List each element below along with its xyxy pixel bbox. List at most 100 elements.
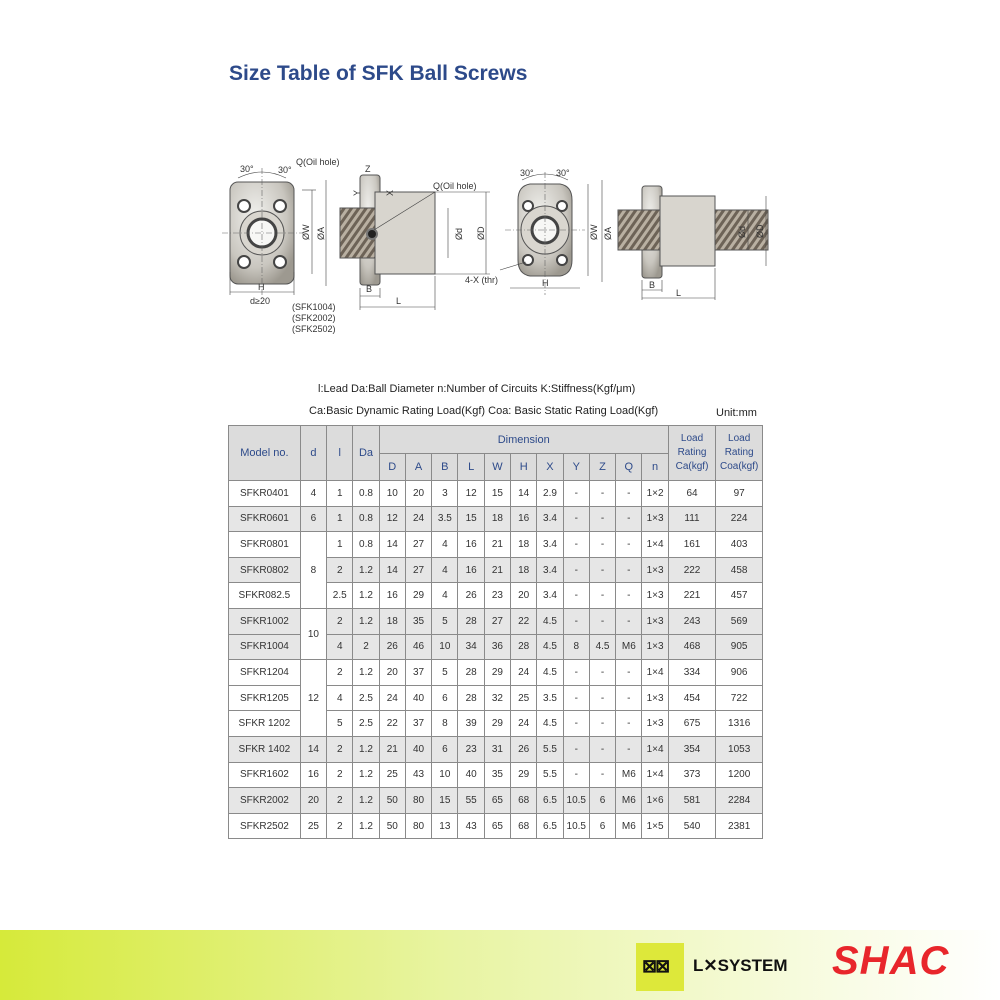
cell-model: SFKR1004 (228, 633, 301, 661)
cell-model: SFKR0601 (228, 505, 301, 533)
cell-dimension: - (562, 710, 590, 737)
cell-load-ca: 243 (667, 607, 717, 635)
cell-dimension: 37 (404, 710, 433, 737)
cell-load-coa: 2284 (715, 787, 763, 814)
cell-dimension: 26 (510, 735, 538, 763)
header-dimension: Dimension (378, 425, 669, 454)
header-load-ca-line: Ca(kgf) (675, 461, 709, 472)
header-dim-l: L (457, 453, 485, 481)
cell-dimension: 12 (378, 505, 406, 533)
cell-model: SFKR 1402 (228, 735, 301, 763)
cell-dimension: 4.5 (536, 659, 564, 686)
cell-model: SFKR082.5 (228, 582, 301, 609)
cell-load-ca: 64 (667, 480, 717, 507)
cell-lead: 1 (326, 505, 354, 533)
cell-load-coa: 224 (715, 505, 763, 533)
cell-dimension: 40 (457, 761, 485, 789)
cell-ball-diameter: 1.2 (352, 556, 380, 584)
cell-ball-diameter: 1.2 (352, 659, 380, 686)
cell-dimension: 23 (483, 582, 512, 609)
cell-dimension: 5.5 (536, 761, 564, 789)
cell-lead: 2 (326, 735, 354, 763)
cell-dimension: 6 (431, 735, 459, 763)
header-model: Model no. (228, 425, 301, 481)
cell-lead: 4 (326, 684, 354, 712)
cell-dimension: 80 (404, 787, 433, 814)
cell-dimension: 28 (457, 684, 485, 712)
header-load-coa: Load Rating Coa(kgf) (715, 425, 763, 481)
legend-line-2: Ca:Basic Dynamic Rating Load(Kgf) Coa: B… (309, 405, 659, 417)
angle-label-4: 30° (556, 168, 570, 178)
cell-d: 4 (299, 480, 328, 507)
cell-lead: 2 (326, 659, 354, 686)
cell-load-ca: 334 (667, 659, 717, 686)
cell-dimension: 1×3 (641, 633, 669, 661)
cell-model: SFKR2002 (228, 787, 301, 814)
cell-dimension: 3.4 (536, 505, 564, 533)
cell-dimension: 18 (510, 556, 538, 584)
flange-front-view-2 (499, 172, 603, 295)
cell-lead: 2 (326, 787, 354, 814)
header-load-ca-line: Load (680, 433, 704, 444)
cell-dimension: 6.5 (536, 787, 564, 814)
dd-label-2: ØD (755, 224, 765, 238)
cell-dimension: 1×3 (641, 582, 669, 609)
cell-dimension: 3.4 (536, 556, 564, 584)
cell-dimension: 21 (483, 556, 512, 584)
cell-load-coa: 97 (715, 480, 763, 507)
header-dim-z: Z (588, 453, 617, 481)
cell-dimension: 25 (378, 761, 406, 789)
cell-dimension: - (588, 735, 617, 763)
cell-dimension: 6 (588, 812, 617, 840)
b-label-1: B (366, 284, 372, 294)
cell-dimension: 40 (404, 735, 433, 763)
cell-model: SFKR0401 (228, 480, 301, 507)
cell-dimension: 5 (431, 659, 459, 686)
cell-dimension: - (615, 684, 643, 712)
models-label-3: (SFK2502) (292, 324, 336, 334)
cell-dimension: 25 (510, 684, 538, 712)
cell-lead: 1 (326, 531, 354, 558)
cell-dimension: 80 (404, 812, 433, 840)
cell-ball-diameter: 0.8 (352, 480, 380, 507)
cell-dimension: 4 (431, 556, 459, 584)
y-label: Y (352, 190, 362, 196)
cell-dimension: 10 (431, 761, 459, 789)
cell-load-coa: 403 (715, 531, 763, 558)
cell-d: 25 (299, 812, 328, 840)
cell-dimension: - (588, 505, 617, 533)
cell-load-ca: 373 (667, 761, 717, 789)
cell-dimension: 15 (457, 505, 485, 533)
nut-side-view-1 (339, 174, 490, 310)
cell-load-coa: 906 (715, 659, 763, 686)
cell-dimension: 15 (483, 480, 512, 507)
cell-dimension: - (615, 582, 643, 609)
cell-load-ca: 675 (667, 710, 717, 737)
cell-dimension: 50 (378, 812, 406, 840)
cell-dimension: 22 (510, 607, 538, 635)
cell-dimension: - (588, 761, 617, 789)
cell-dimension: 35 (404, 607, 433, 635)
cell-dimension: - (588, 531, 617, 558)
cell-dimension: 20 (378, 659, 406, 686)
header-dim-d: D (378, 453, 406, 481)
cell-dimension: 1×5 (641, 812, 669, 840)
cell-dimension: 15 (431, 787, 459, 814)
cell-ball-diameter: 0.8 (352, 505, 380, 533)
cell-dimension: M6 (615, 812, 643, 840)
nut-side-view-2 (617, 185, 769, 300)
cell-dimension: - (615, 735, 643, 763)
cell-dimension: 65 (483, 787, 512, 814)
cell-d: 6 (299, 505, 328, 533)
cell-dimension: 26 (378, 633, 406, 661)
cell-dimension: 1×3 (641, 684, 669, 712)
cell-lead: 1 (326, 480, 354, 507)
cell-ball-diameter: 1.2 (352, 787, 380, 814)
cell-dimension: - (562, 659, 590, 686)
cell-dimension: 50 (378, 787, 406, 814)
cell-dimension: 20 (404, 480, 433, 507)
cell-dimension: - (588, 480, 617, 507)
